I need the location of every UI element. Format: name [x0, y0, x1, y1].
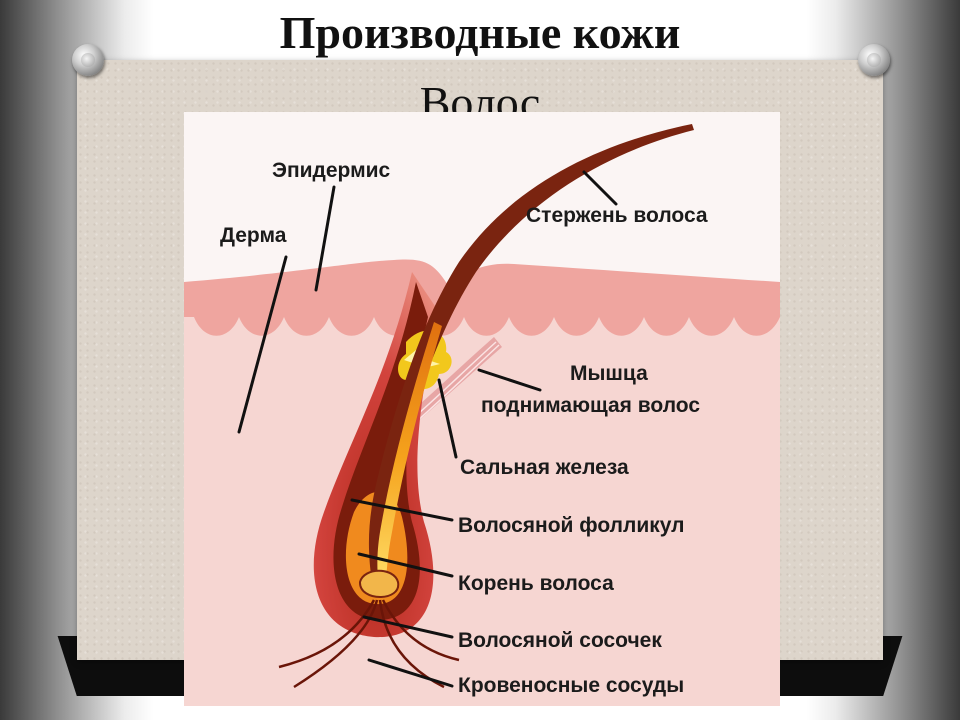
hair-core [377, 322, 442, 592]
leader-epidermis [314, 185, 336, 292]
leader-dermis [237, 255, 288, 434]
label-sebaceous-gland: Сальная железа [460, 456, 629, 479]
leader-vessels [367, 658, 454, 688]
leader-sebaceous [437, 378, 458, 459]
label-dermis: Дерма [220, 224, 287, 247]
blood-vessels [278, 599, 460, 689]
epidermis-layer [184, 259, 780, 336]
hair-papilla [358, 569, 400, 598]
hair-anatomy-diagram: Эпидермис Дерма Стержень волоса Мышца по… [184, 112, 780, 706]
leader-hair-shaft [582, 170, 618, 206]
pushpin-top-left-icon [72, 44, 104, 76]
label-hair-shaft: Стержень волоса [526, 204, 708, 227]
pushpin-top-right-icon [858, 44, 890, 76]
label-blood-vessels: Кровеносные сосуды [458, 674, 684, 697]
leader-follicle [350, 498, 454, 522]
leader-root [357, 552, 454, 578]
leader-papilla [362, 615, 454, 639]
label-hair-root: Корень волоса [458, 572, 614, 595]
label-hair-papilla: Волосяной сосочек [458, 629, 662, 652]
slide-title: Производные кожи [279, 7, 681, 58]
label-epidermis: Эпидермис [272, 159, 391, 182]
leader-muscle [477, 368, 542, 392]
label-muscle-line1: Мышца [570, 362, 648, 385]
label-hair-follicle: Волосяной фолликул [458, 514, 685, 537]
label-muscle-line2: поднимающая волос [481, 394, 700, 417]
